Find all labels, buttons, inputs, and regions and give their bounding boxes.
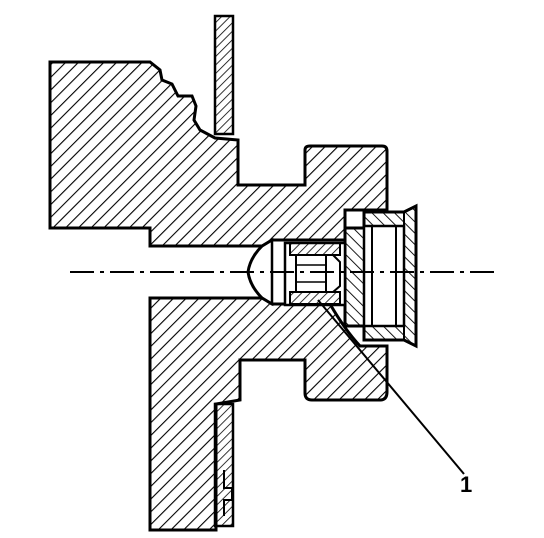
leader-line: [317, 299, 465, 475]
housing-lower: [148, 296, 389, 532]
nut-insert: [283, 241, 347, 307]
callout-label-1: 1: [460, 472, 473, 497]
spacer-plate-upper: [213, 14, 235, 136]
spacer-plate-lower: [213, 402, 235, 528]
end-plug: [343, 203, 418, 349]
housing-upper: [48, 60, 389, 248]
